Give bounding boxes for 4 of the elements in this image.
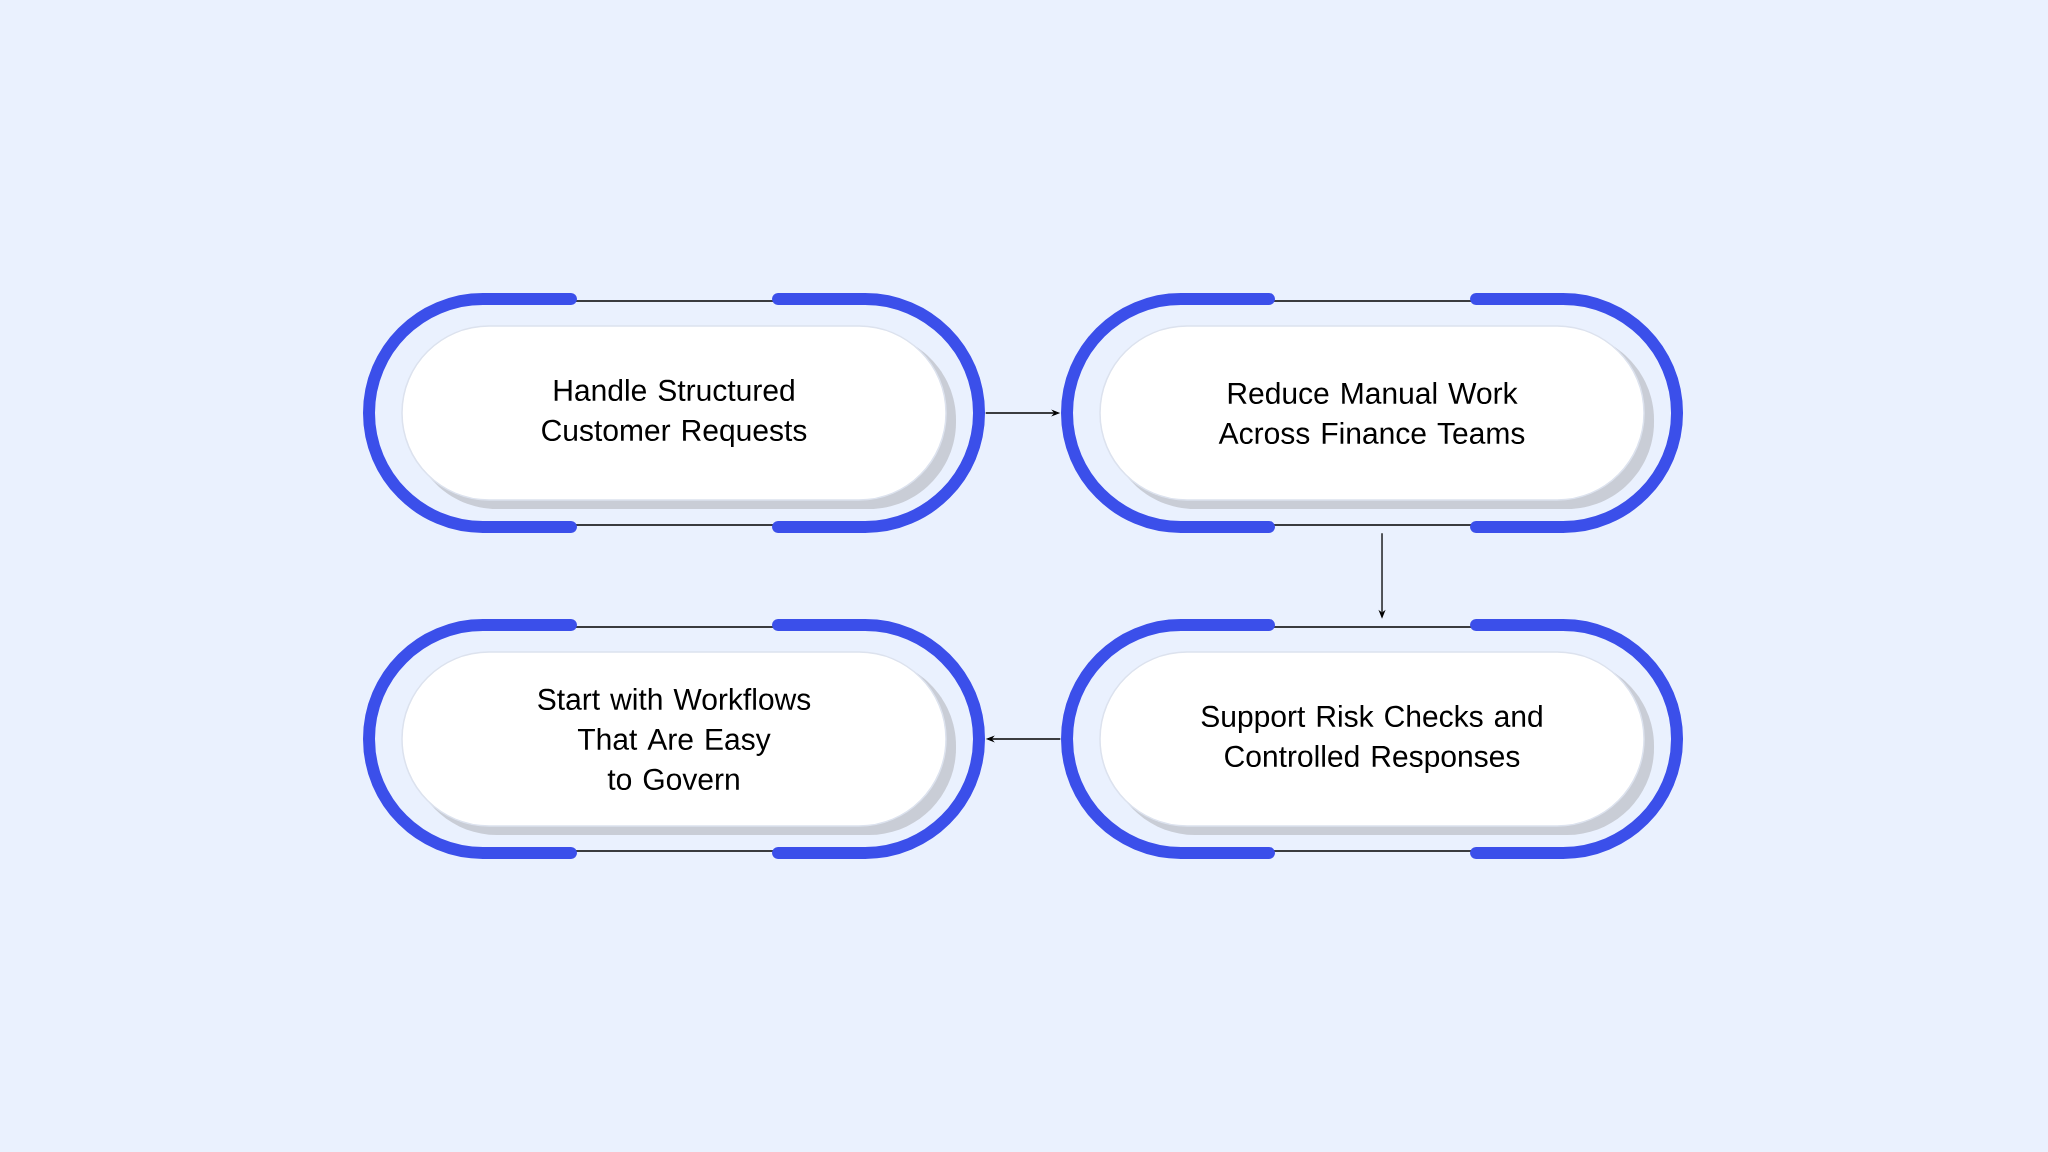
capsule-box: Support Risk Checks and Controlled Responses xyxy=(1061,619,1683,859)
capsule-box: Handle Structured Customer Requests xyxy=(363,293,985,533)
capsule-box: Start with Workflows That Are Easy to Govern xyxy=(363,619,985,859)
capsule-box: Reduce Manual Work Across Finance Teams xyxy=(1061,293,1683,533)
